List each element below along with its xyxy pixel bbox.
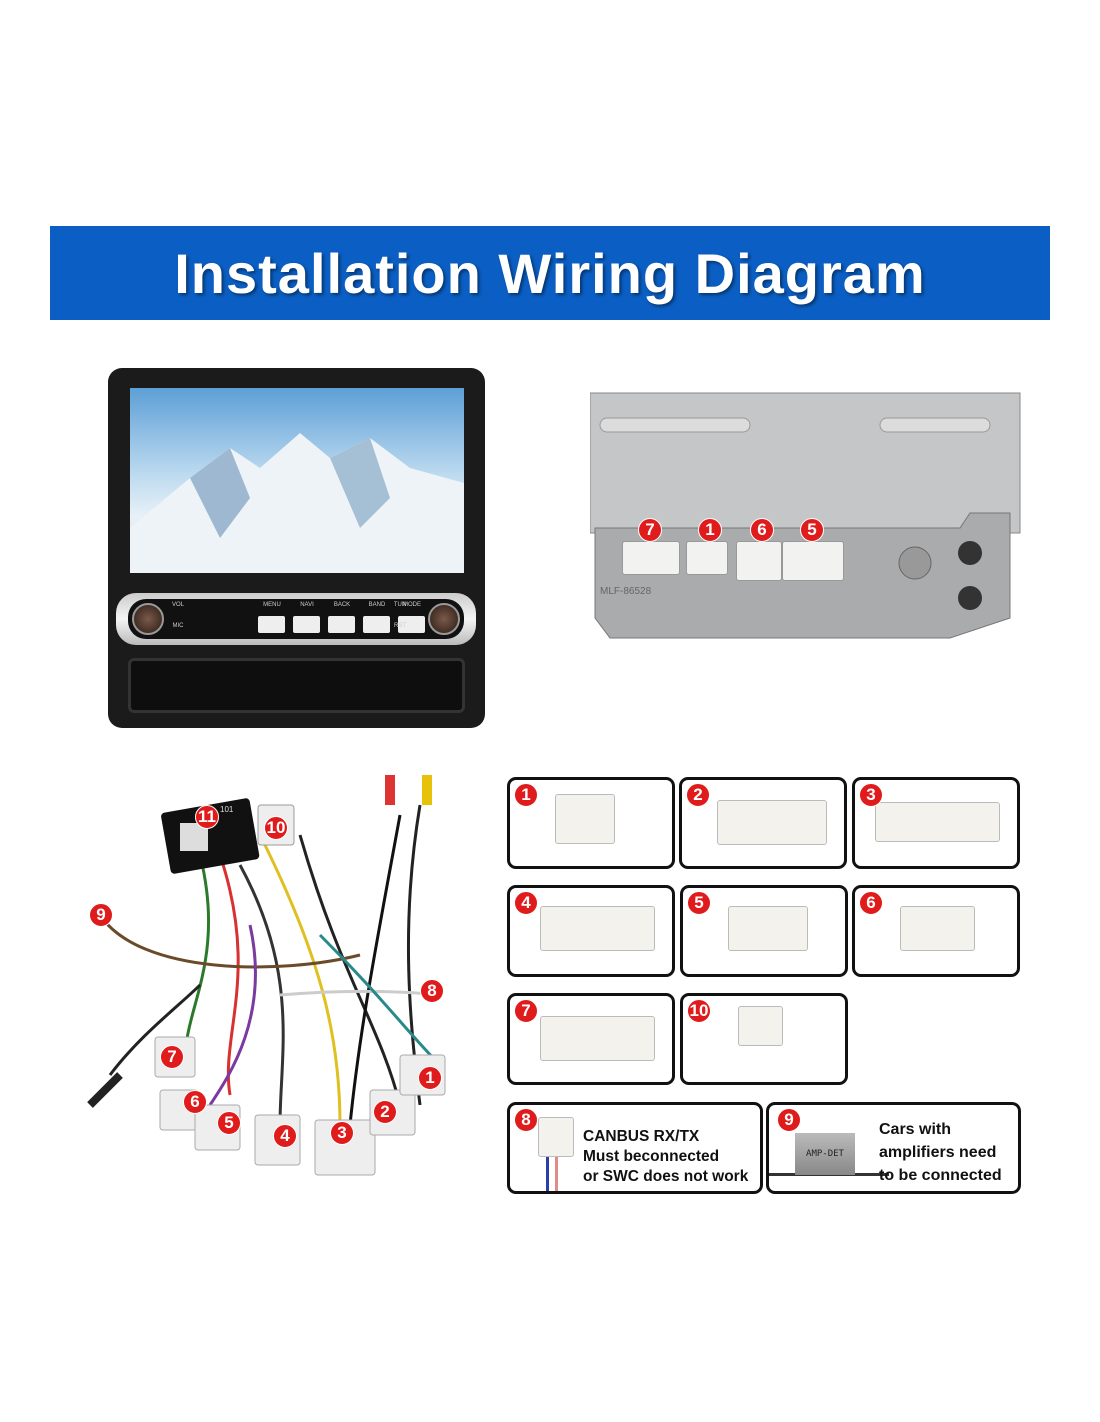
amp-det-tag: AMP-DET [795,1133,855,1175]
connector-box-7: 7 [507,993,675,1085]
connector-box-6: 6 [852,885,1020,977]
number-badge: 5 [800,518,824,542]
note-line: to be connected [879,1167,1002,1184]
note-line: CANBUS RX/TX [583,1128,700,1145]
note-line: Cars with [879,1121,952,1138]
connector-box-3: 3 [852,777,1020,869]
connector-plug [540,1016,655,1061]
volume-knob [132,603,164,635]
mountain-graphic [130,433,464,573]
number-badge: 11 [195,805,219,829]
rear-socket-6 [736,541,782,581]
panel-label-menu: MENU [263,602,281,608]
title-banner: Installation Wiring Diagram [50,226,1050,320]
ac-vent-opening [128,658,465,713]
connector-box-5: 5 [680,885,848,977]
number-badge: 6 [750,518,774,542]
panel-button-back[interactable] [328,616,355,633]
connector-plug [875,802,1000,842]
number-badge: 2 [686,783,710,807]
rear-socket-1 [686,541,728,575]
note-line: or SWC does not work [583,1168,749,1185]
number-badge: 9 [89,903,113,927]
number-badge: 8 [514,1108,538,1132]
number-badge: 3 [330,1121,354,1145]
amp-note-text: Cars with amplifiers need to be connected [879,1118,1002,1187]
connector-plug [555,794,615,844]
number-badge: 6 [183,1090,207,1114]
panel-label-back: BACK [333,602,351,608]
number-badge: 4 [514,891,538,915]
note-line: Must beconnected [583,1148,720,1165]
connector-plug [728,906,808,951]
panel-button-mode[interactable] [398,616,425,633]
note-line: amplifiers need [879,1144,997,1161]
canbus-note-text: CANBUS RX/TX Must beconnected or SWC does … [583,1127,748,1187]
panel-button-band[interactable] [363,616,390,633]
number-badge: 1 [514,783,538,807]
number-badge: 2 [373,1100,397,1124]
panel-button-menu[interactable] [258,616,285,633]
connector-plug [900,906,975,951]
rear-socket-5 [782,541,844,581]
number-badge: 6 [859,891,883,915]
number-badge: 7 [638,518,662,542]
connector-box-10: 10 [680,993,848,1085]
number-badge: 1 [698,518,722,542]
number-badge: 3 [859,783,883,807]
tune-knob [428,603,460,635]
number-badge: 5 [217,1111,241,1135]
connector-box-1: 1 [507,777,675,869]
screen-mountain-wallpaper [130,388,464,573]
panel-label-navi: NAVI [300,602,314,608]
number-badge: 5 [687,891,711,915]
panel-label-band: BAND [368,602,386,608]
number-badge: 10 [264,816,288,840]
canbus-wires [546,1157,558,1191]
number-badge: 7 [160,1045,184,1069]
radio-back-chassis: MLF-86528 7 1 6 5 [589,388,1022,660]
number-badge: 1 [418,1066,442,1090]
panel-label-tun: TUN [393,602,407,608]
connector-box-2: 2 [679,777,847,869]
number-badge: 8 [420,979,444,1003]
rear-socket-7 [622,541,680,575]
panel-label-rst: RST [394,623,406,629]
canbus-plug [538,1117,574,1157]
panel-button-navi[interactable] [293,616,320,633]
panel-label-mic: MIC [172,623,184,629]
number-badge: 9 [777,1108,801,1132]
number-badge: 10 [687,999,711,1023]
panel-label-mode: MODE [403,602,421,608]
part-marking: MLF-86528 [600,586,652,597]
panel-label-vol: VOL [171,602,184,608]
connector-plug [738,1006,783,1046]
connector-box-4: 4 [507,885,675,977]
page-title: Installation Wiring Diagram [174,241,926,305]
number-badge: 7 [514,999,538,1023]
connector-plug [540,906,655,951]
number-badge: 4 [273,1124,297,1148]
module-label: 101 [220,805,234,814]
wiring-harness-image: 101 11 10 9 8 7 1 6 2 5 4 3 [80,775,480,1185]
connector-plug [717,800,827,845]
